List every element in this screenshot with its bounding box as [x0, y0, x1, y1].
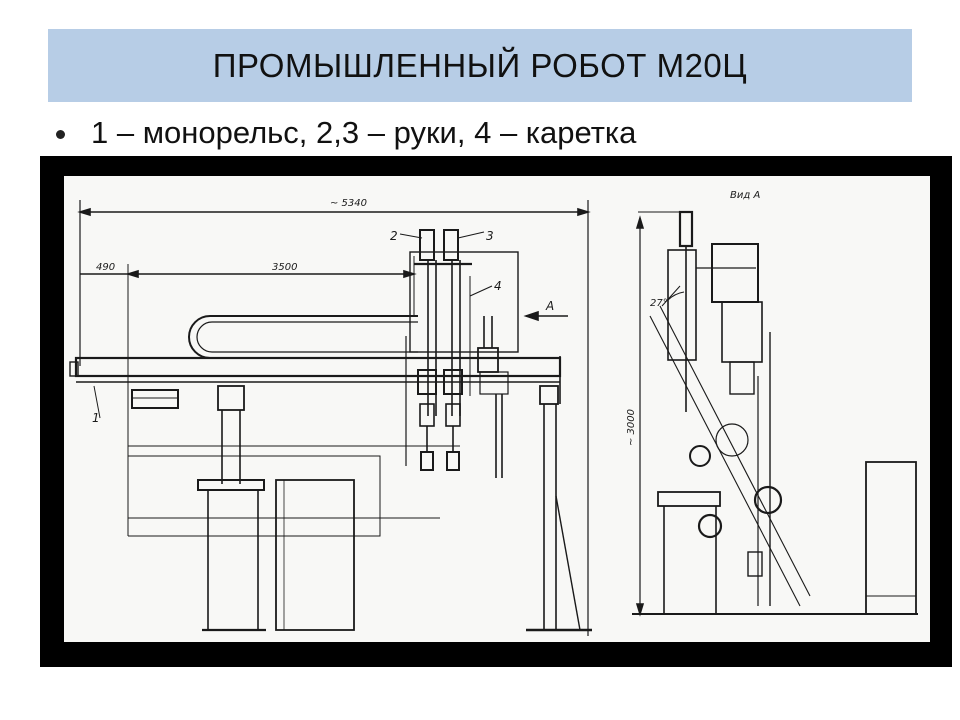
technical-drawing: ~ 5340 490 3500 2 3 4 1 A Вид А 27° ~ 30…	[64, 176, 930, 642]
bullet-item: 1 – монорельс, 2,3 – руки, 4 – каретка	[56, 110, 636, 156]
dim-span-label: 3500	[272, 262, 297, 273]
drawing-paper	[64, 176, 930, 642]
dim-total-label: ~ 5340	[330, 198, 367, 209]
side-cabinet	[865, 461, 917, 615]
callout-3: 3	[486, 229, 494, 243]
front-view	[69, 200, 592, 636]
slide-title: ПРОМЫШЛЕННЫЙ РОБОТ М20Ц	[212, 46, 748, 84]
title-bar: ПРОМЫШЛЕННЫЙ РОБОТ М20Ц	[48, 29, 912, 102]
machine-box	[275, 479, 355, 631]
drawing-labels: ~ 5340 490 3500 2 3 4 1 A Вид А 27° ~ 30…	[92, 190, 760, 446]
callout-4: 4	[494, 279, 502, 293]
carriage	[409, 251, 519, 353]
bullet-text: 1 – монорельс, 2,3 – руки, 4 – каретка	[91, 115, 637, 150]
callout-leaders	[399, 231, 493, 297]
dim-left-label: 490	[96, 262, 115, 273]
dim-height-label: ~ 3000	[626, 409, 637, 446]
callout-1: 1	[92, 411, 100, 425]
angle-label: 27°	[650, 298, 668, 309]
technical-drawing-frame: ~ 5340 490 3500 2 3 4 1 A Вид А 27° ~ 30…	[40, 156, 952, 667]
view-arrow-label: A	[545, 299, 554, 313]
callout-2: 2	[390, 229, 398, 243]
side-view	[632, 210, 918, 617]
bullet-icon	[56, 129, 65, 139]
view-label: Вид А	[730, 190, 760, 201]
